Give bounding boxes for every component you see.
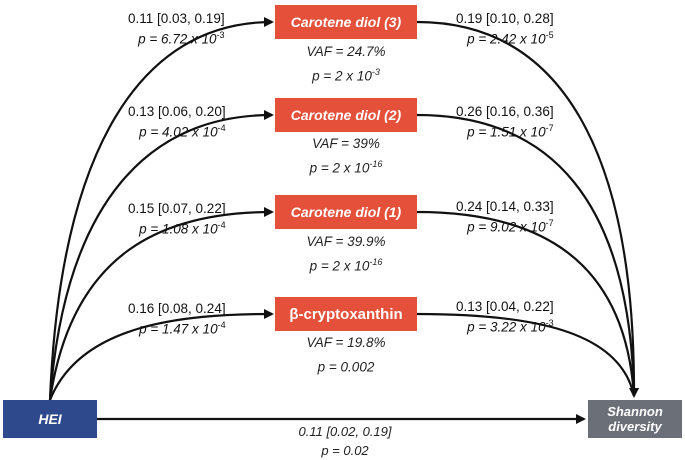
a-path-p-value: p = 6.72 x 10-3 [138,30,225,47]
arrow-mediator-2-to-shannon [416,113,636,397]
b-path-label-4: 0.13 [0.04, 0.22] p = 3.22 x 10-3 [456,298,554,336]
b-path-label-2: 0.26 [0.16, 0.36] p = 1.51 x 10-7 [456,103,554,141]
mediator-box-3: Carotene diol (1) [275,195,417,229]
a-path-label-4: 0.16 [0.08, 0.24] p = 1.47 x 10-4 [128,300,226,338]
vaf-label-1: VAF = 24.7% p = 2 x 10-3 [275,42,417,87]
direct-effect-p-value: p = 0.02 [321,443,369,458]
direct-effect-label: 0.11 [0.02, 0.19] p = 0.02 [280,422,410,460]
a-path-estimate: 0.16 [0.08, 0.24] [128,301,226,316]
a-path-estimate: 0.11 [0.03, 0.19] [128,11,225,26]
arrow-hei-to-mediator-2 [48,110,274,401]
mediator-box-4: β-cryptoxanthin [275,297,417,331]
vaf-value: VAF = 39% [312,136,380,151]
vaf-label-2: VAF = 39% p = 2 x 10-16 [275,134,417,179]
a-path-label-1: 0.11 [0.03, 0.19] p = 6.72 x 10-3 [128,10,225,48]
arrow-mediator-4-to-shannon [416,312,636,397]
exposure-node: HEI [3,400,97,438]
a-path-p-value: p = 1.08 x 10-4 [139,220,226,237]
b-path-p-value: p = 2.42 x 10-5 [467,30,554,47]
vaf-p-value: p = 0.002 [317,359,375,375]
vaf-p-value: p = 2 x 10-3 [312,67,380,84]
vaf-value: VAF = 24.7% [306,44,386,59]
a-path-label-3: 0.15 [0.07, 0.22] p = 1.08 x 10-4 [128,200,226,238]
mediator-box-2: Carotene diol (2) [275,98,417,132]
a-path-p-value: p = 4.02 x 10-4 [139,123,226,140]
arrow-mediator-1-to-shannon [416,20,640,398]
b-path-estimate: 0.24 [0.14, 0.33] [456,199,554,214]
vaf-value: VAF = 19.8% [306,335,386,350]
b-path-p-value: p = 9.02 x 10-7 [467,218,554,235]
arrow-mediator-3-to-shannon [416,210,636,397]
vaf-label-4: VAF = 19.8% p = 0.002 [275,333,417,378]
b-path-label-1: 0.19 [0.10, 0.28] p = 2.42 x 10-5 [456,10,554,48]
arrow-hei-to-mediator-4 [48,309,274,401]
direct-effect-estimate: 0.11 [0.02, 0.19] [298,424,392,439]
vaf-value: VAF = 39.9% [306,234,386,249]
a-path-p-value: p = 1.47 x 10-4 [139,320,226,337]
arrow-hei-to-mediator-1 [48,17,274,401]
vaf-p-value: p = 2 x 10-16 [309,159,383,176]
a-path-estimate: 0.15 [0.07, 0.22] [128,201,226,216]
b-path-estimate: 0.13 [0.04, 0.22] [456,299,554,314]
a-path-label-2: 0.13 [0.06, 0.20] p = 4.02 x 10-4 [128,103,226,141]
arrow-hei-to-mediator-3 [48,207,274,401]
a-path-estimate: 0.13 [0.06, 0.20] [128,104,226,119]
outcome-label: Shannon diversity [607,404,663,434]
b-path-estimate: 0.19 [0.10, 0.28] [456,11,554,26]
mediator-box-1: Carotene diol (3) [275,5,417,39]
b-path-p-value: p = 1.51 x 10-7 [467,123,554,140]
vaf-label-3: VAF = 39.9% p = 2 x 10-16 [275,232,417,277]
b-path-p-value: p = 3.22 x 10-3 [467,318,554,335]
vaf-p-value: p = 2 x 10-16 [309,257,383,274]
outcome-node: Shannon diversity [588,400,682,438]
b-path-estimate: 0.26 [0.16, 0.36] [456,104,554,119]
b-path-label-3: 0.24 [0.14, 0.33] p = 9.02 x 10-7 [456,198,554,236]
